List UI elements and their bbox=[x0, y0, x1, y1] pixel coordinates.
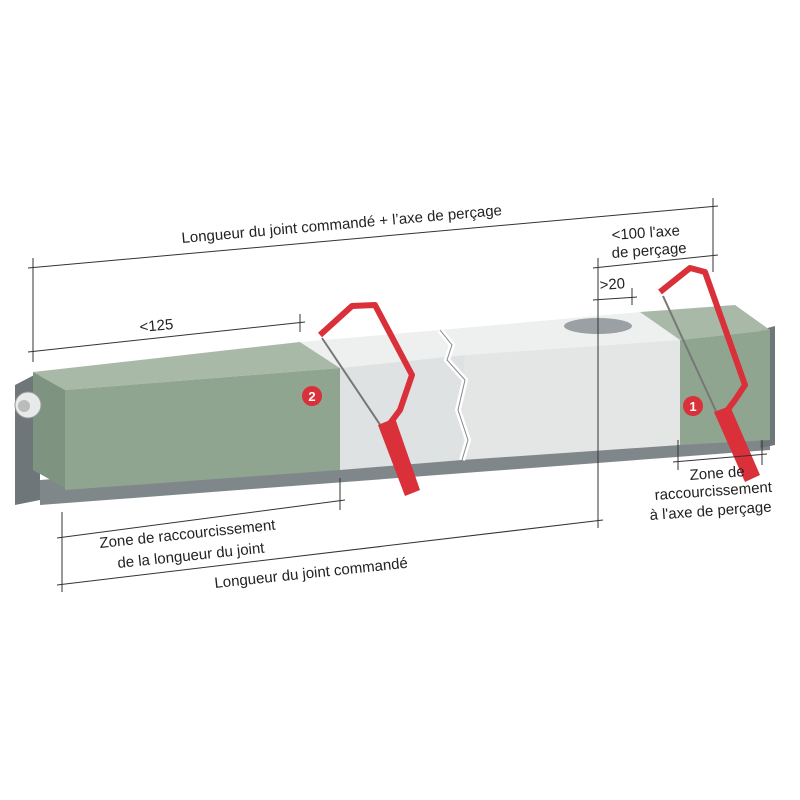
dimension-lines bbox=[27, 198, 768, 592]
marker-2: 2 bbox=[302, 386, 322, 406]
right-zone-label-1: Zone de bbox=[689, 463, 745, 484]
joint-beam bbox=[14, 305, 770, 490]
green-zone-right bbox=[680, 330, 770, 445]
saw-2 bbox=[317, 302, 420, 496]
ordered-length-label: Longueur du joint commandé bbox=[214, 555, 409, 592]
green-zone-left bbox=[65, 368, 340, 490]
axis-max-label-2: de perçage bbox=[611, 240, 687, 262]
left-max-label: <125 bbox=[139, 316, 174, 336]
marker-1: 1 bbox=[683, 396, 703, 416]
saw-1 bbox=[658, 265, 760, 482]
green-top-left bbox=[33, 342, 340, 390]
svg-text:1: 1 bbox=[689, 399, 696, 414]
axis-max-label-1: <100 l'axe bbox=[611, 222, 680, 244]
svg-text:2: 2 bbox=[308, 389, 315, 404]
hole-min-label: >20 bbox=[599, 275, 626, 294]
